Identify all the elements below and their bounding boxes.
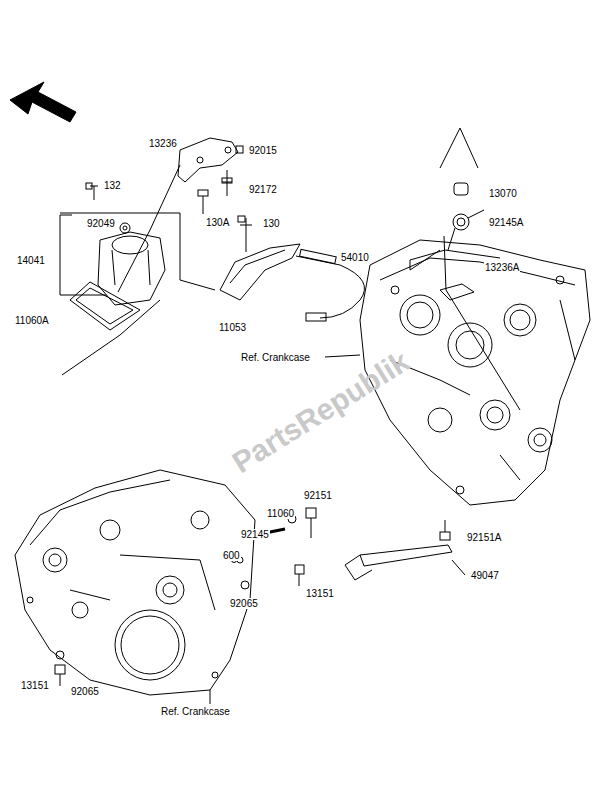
group-bracket — [60, 215, 72, 295]
crankcase-left — [15, 470, 255, 695]
callout-number: 13070 — [488, 188, 518, 199]
callout-number: 92065 — [70, 686, 100, 697]
callout-number: 130A — [205, 217, 230, 228]
watermark: PartsRepublik — [226, 344, 415, 480]
callout-number: 11060 — [266, 508, 295, 519]
callout-number: 132 — [103, 180, 122, 191]
callout-number: 92172 — [248, 184, 278, 195]
callout-number: 13236 — [148, 138, 178, 149]
callout-number: 92015 — [248, 145, 278, 156]
callout-number: 54010 — [340, 252, 370, 263]
cover — [98, 232, 165, 305]
callout-number: 92151A — [466, 532, 502, 543]
callout-number: 13151 — [305, 588, 335, 599]
reference-label: Ref. Crankcase — [240, 352, 311, 363]
callout-number: 92145A — [488, 217, 524, 228]
callout-number: 13151 — [20, 680, 50, 691]
callout-number: 92151 — [303, 490, 333, 501]
reference-label: Ref. Crankcase — [160, 706, 231, 717]
cable-cover — [220, 244, 300, 300]
callout-number: 130 — [262, 218, 281, 229]
callout-number: 11060A — [14, 315, 50, 326]
callout-number: 11053 — [218, 322, 247, 333]
callout-number: 14041 — [16, 255, 46, 266]
callout-number: 92145 — [240, 529, 270, 540]
front-arrow — [10, 82, 76, 122]
callout-number: 92049 — [86, 218, 116, 229]
gasket — [70, 282, 140, 330]
bracket — [178, 138, 238, 182]
callout-number: 92065 — [229, 598, 259, 609]
shift-shaft — [360, 545, 452, 566]
callout-number: 600 — [222, 550, 241, 561]
callout-number: 49047 — [470, 570, 500, 581]
callout-number: 13236A — [484, 262, 520, 273]
group-bracket — [440, 128, 478, 168]
